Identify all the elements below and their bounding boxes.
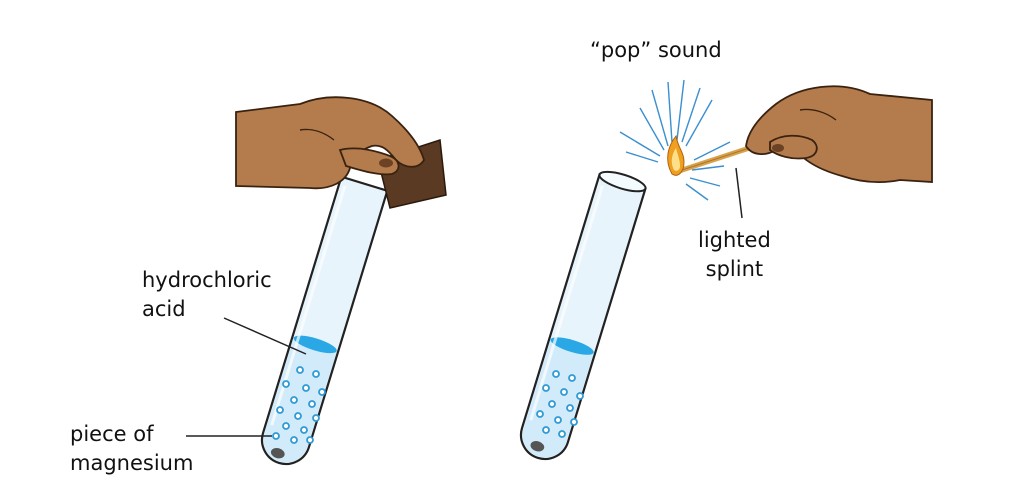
right-hand-icon xyxy=(745,85,933,183)
flame-icon xyxy=(667,134,685,176)
left-hand-icon xyxy=(235,96,425,190)
right-acid xyxy=(522,339,594,458)
lighted-splint-leader xyxy=(735,167,743,219)
right-magnesium-piece xyxy=(530,441,545,452)
left-test-tube-setup xyxy=(235,96,447,466)
right-acid-surface xyxy=(550,337,594,355)
left-acid-surface xyxy=(293,335,337,354)
pop-sound-label: “pop” sound xyxy=(590,36,722,65)
pop-sound-text: “pop” sound xyxy=(590,38,722,62)
right-bubbles xyxy=(536,370,584,438)
piece-of-magnesium-label-line1: piece of xyxy=(70,422,154,446)
pop-burst-lines xyxy=(619,79,731,201)
left-bubbles xyxy=(272,366,326,444)
piece-of-magnesium-label: piece of magnesium xyxy=(70,420,193,478)
hydrochloric-acid-label: hydrochloric acid xyxy=(142,266,272,324)
lighted-splint-label-line1: lighted xyxy=(698,228,771,252)
hydrochloric-acid-label-line2: acid xyxy=(142,297,186,321)
right-test-tube-setup xyxy=(519,79,933,461)
right-tube-mouth xyxy=(598,170,647,193)
magnesium-piece xyxy=(270,447,285,459)
lighted-splint-label-line2: splint xyxy=(705,257,764,281)
piece-of-magnesium-label-line2: magnesium xyxy=(70,451,194,475)
hydrochloric-acid-label-line1: hydrochloric xyxy=(142,268,272,292)
hydrochloric-acid-leader xyxy=(223,317,307,355)
left-acid xyxy=(263,337,337,463)
lighted-splint-label: lighted splint xyxy=(698,226,771,284)
